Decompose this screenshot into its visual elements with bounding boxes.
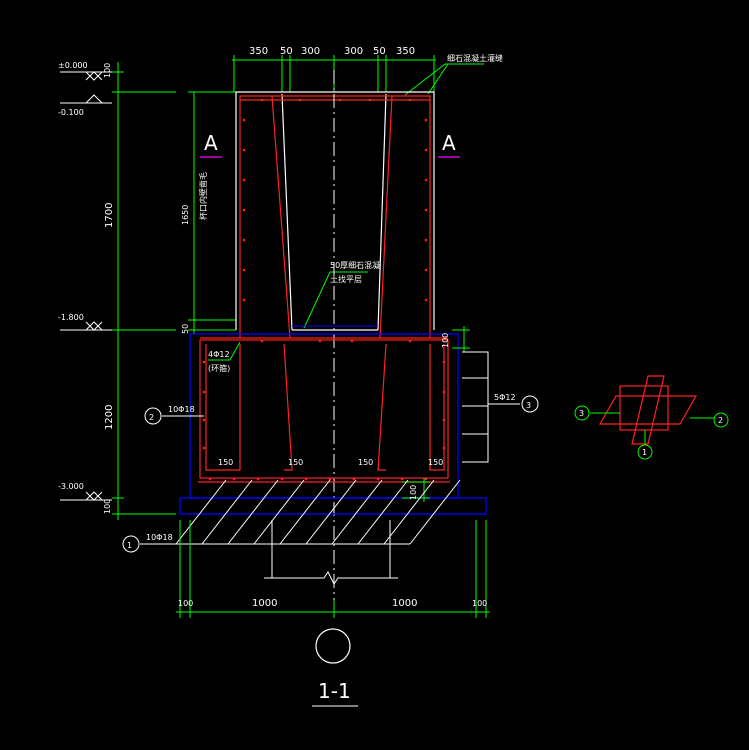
bottom-dimension-line	[176, 520, 490, 618]
dim-top-1: 50	[280, 46, 293, 57]
note-top-right-leader	[404, 63, 484, 96]
callout-1-text: 1	[127, 541, 132, 550]
rebar-4-leader	[208, 341, 241, 361]
dim-left-0: 100	[103, 63, 112, 78]
rebar-4-note: (环箍)	[208, 363, 230, 373]
dim-150-0: 150	[218, 458, 233, 467]
soil-hatch	[175, 479, 461, 545]
dim-150-2: 150	[358, 458, 373, 467]
detail-callout-2-text: 2	[718, 416, 723, 425]
dim-top-5: 350	[396, 46, 415, 57]
dim-top-4: 50	[373, 46, 386, 57]
break-line	[264, 520, 398, 585]
dim-left-3: 100	[103, 499, 112, 514]
cup-rebar-dots	[242, 98, 428, 302]
callout-1-circle	[122, 535, 140, 553]
elevation-0: ±0.000	[58, 61, 88, 70]
dim-1650: 1650	[181, 205, 190, 225]
ring-rebar-leaders	[462, 351, 520, 463]
dim-bottom-0: 100	[178, 599, 193, 608]
dim-150-3: 150	[428, 458, 443, 467]
rebar-3d-leaders	[590, 412, 714, 444]
elevation-marks	[60, 71, 112, 501]
section-title: 1-1	[318, 679, 351, 703]
callout-2-circle	[144, 407, 162, 425]
dim-150-1: 150	[288, 458, 303, 467]
dim-bottom-2: 1000	[392, 598, 417, 609]
footing-outline	[189, 333, 459, 499]
dim-top-3: 300	[344, 46, 363, 57]
cup-rebars	[239, 95, 431, 339]
inner-left-dimension	[188, 91, 236, 334]
detail-callout-3-text: 3	[579, 409, 584, 418]
detail-callout-3	[574, 405, 590, 421]
rebar-1-label: 10Φ18	[146, 533, 173, 542]
dim-100-right-bottom: 100	[409, 485, 418, 500]
note-center-1: 50厚细石混凝	[330, 260, 380, 270]
note-center-2: 土找平层	[330, 274, 362, 284]
left-dimension-line	[112, 62, 176, 520]
dim-left-1: 1700	[104, 203, 115, 228]
detail-callout-2	[713, 412, 729, 428]
top-dimension-line	[232, 55, 436, 92]
callout-3-circle	[521, 395, 539, 413]
dim-bottom-3: 100	[472, 599, 487, 608]
dim-bottom-1: 1000	[252, 598, 277, 609]
elevation-1: -0.100	[58, 108, 84, 117]
rebar-3d-detail	[598, 375, 698, 445]
rebar-2-label: 10Φ18	[168, 405, 195, 414]
elevation-3: -3.000	[58, 482, 84, 491]
section-mark-left: A	[204, 131, 218, 155]
rebar-4-label: 4Φ12	[208, 350, 230, 359]
note-side: 杯口内壁凿毛	[198, 172, 208, 220]
detail-callout-1-text: 1	[642, 448, 647, 457]
dim-50-left: 50	[181, 324, 190, 334]
callout-2-text: 2	[149, 413, 154, 422]
cushion-layer	[179, 497, 487, 515]
center-note-leader	[292, 271, 378, 329]
dim-100-right-top: 100	[441, 333, 450, 348]
rebar-3-label: 5Φ12	[494, 393, 516, 402]
dim-top-0: 350	[249, 46, 268, 57]
footing-rebar-dots	[202, 339, 446, 481]
callout-3-text: 3	[526, 401, 531, 410]
detail-callout-1	[637, 444, 653, 460]
cup-outline	[235, 91, 435, 331]
section-mark-right: A	[442, 131, 456, 155]
elevation-2: -1.800	[58, 313, 84, 322]
dim-left-2: 1200	[104, 405, 115, 430]
footing-rebars	[198, 337, 450, 483]
right-small-dims	[402, 326, 470, 502]
dim-top-2: 300	[301, 46, 320, 57]
note-top-right: 细石混凝土灌缝	[447, 53, 503, 63]
axis-bubble	[315, 628, 351, 664]
